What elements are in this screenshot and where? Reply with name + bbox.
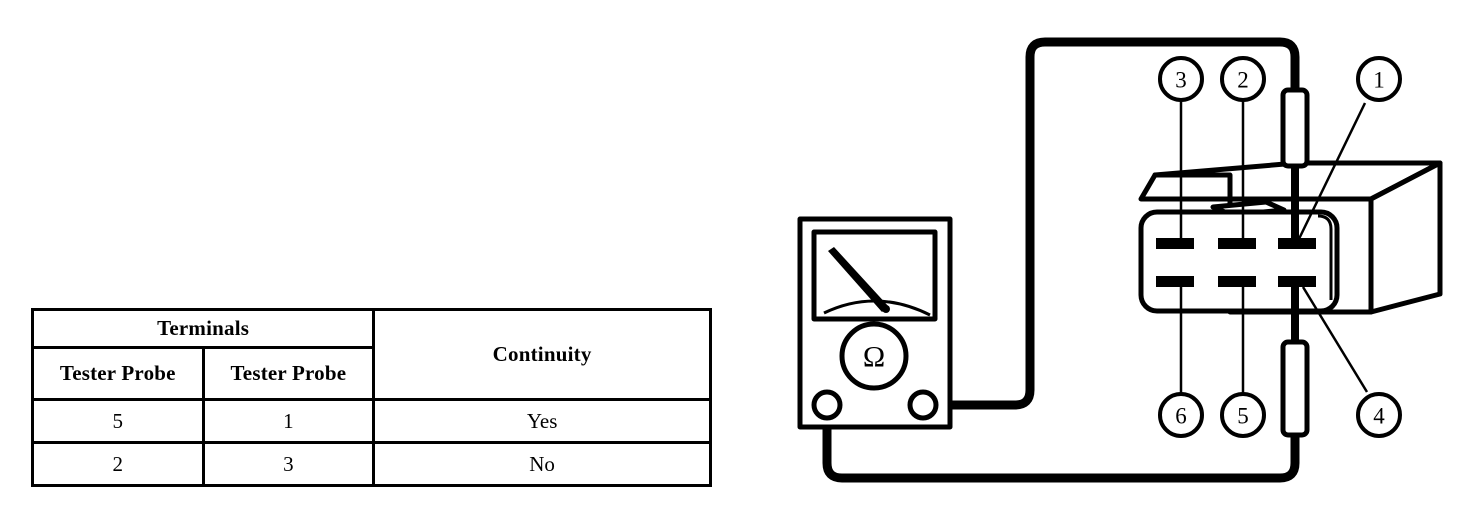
- lower-test-lead-wire: [822, 400, 1300, 483]
- multimeter-jack-left[interactable]: [811, 389, 843, 421]
- callout-leader-lines: [1179, 100, 1369, 394]
- leader-line-1: [1295, 102, 1367, 244]
- test-lead-wires: [822, 37, 1300, 483]
- upper-probe-barrel: [1280, 87, 1310, 169]
- callout-circle-6: [1158, 392, 1204, 438]
- callout-circle-5: [1220, 392, 1266, 438]
- cell-probe-b-row2: 3: [201, 441, 376, 487]
- relay-housing-ledge: [1138, 172, 1233, 202]
- lower-probe-barrel: [1280, 339, 1310, 438]
- lower-probe-needle: [1291, 285, 1299, 343]
- relay-terminal-1: [1278, 238, 1316, 249]
- upper-test-lead-wire: [918, 37, 1300, 410]
- analog-multimeter: Ω: [797, 216, 953, 430]
- callout-3: 3: [1158, 56, 1204, 102]
- callout-1: 1: [1356, 56, 1402, 102]
- upper-probe-needle: [1291, 166, 1299, 240]
- relay-terminal-4: [1278, 276, 1316, 287]
- cell-probe-b-row1: 1: [201, 398, 376, 444]
- table-header-continuity: Continuity: [372, 308, 712, 401]
- multimeter-needle: [828, 247, 889, 312]
- table-header-tester-probe-a: Tester Probe: [31, 346, 205, 401]
- callout-circle-4: [1356, 392, 1402, 438]
- callout-circle-1: [1356, 56, 1402, 102]
- ohm-symbol-label: Ω: [863, 341, 885, 374]
- multimeter-jack-right[interactable]: [907, 389, 939, 421]
- continuity-test-table: Terminals Continuity Tester Probe Tester…: [30, 308, 712, 487]
- multimeter-mode-dial[interactable]: [839, 321, 909, 391]
- relay-terminal-6: [1156, 276, 1194, 287]
- callout-label-6: 6: [1175, 404, 1187, 429]
- cell-continuity-row1: Yes: [372, 398, 712, 444]
- callout-label-4: 4: [1373, 404, 1385, 429]
- callout-6: 6: [1158, 392, 1204, 438]
- cell-probe-a-row1: 5: [31, 398, 205, 444]
- relay-terminal-2: [1218, 238, 1256, 249]
- callout-2: 2: [1220, 56, 1266, 102]
- relay-connector-assembly: [1138, 160, 1443, 315]
- table-header-terminals: Terminals: [30, 308, 376, 349]
- relay-terminal-3: [1156, 238, 1194, 249]
- table-group-header-row: Terminals Continuity: [30, 308, 712, 401]
- table-row: 5 1 Yes: [31, 398, 712, 444]
- callout-label-5: 5: [1237, 404, 1249, 429]
- multimeter-display-window: [811, 229, 938, 322]
- multimeter-needle-pivot: [882, 305, 890, 313]
- tester-probe-lower: [1280, 285, 1310, 438]
- callout-5: 5: [1220, 392, 1266, 438]
- callout-label-3: 3: [1175, 68, 1187, 93]
- leader-line-4: [1301, 286, 1369, 393]
- relay-connector-inner-edge: [1317, 214, 1333, 300]
- callout-label-2: 2: [1237, 68, 1249, 93]
- cell-continuity-row2: No: [372, 441, 712, 487]
- table-header-tester-probe-b: Tester Probe: [201, 346, 376, 401]
- cell-probe-a-row2: 2: [31, 441, 205, 487]
- callout-4: 4: [1356, 392, 1402, 438]
- relay-terminal-5: [1218, 276, 1256, 287]
- callout-label-1: 1: [1373, 68, 1385, 93]
- tester-probe-upper: [1280, 87, 1310, 240]
- table-subheader-row: Tester Probe Tester Probe: [31, 346, 711, 401]
- callout-circle-3: [1158, 56, 1204, 102]
- table-row: 2 3 No: [31, 441, 712, 487]
- callout-circle-2: [1220, 56, 1266, 102]
